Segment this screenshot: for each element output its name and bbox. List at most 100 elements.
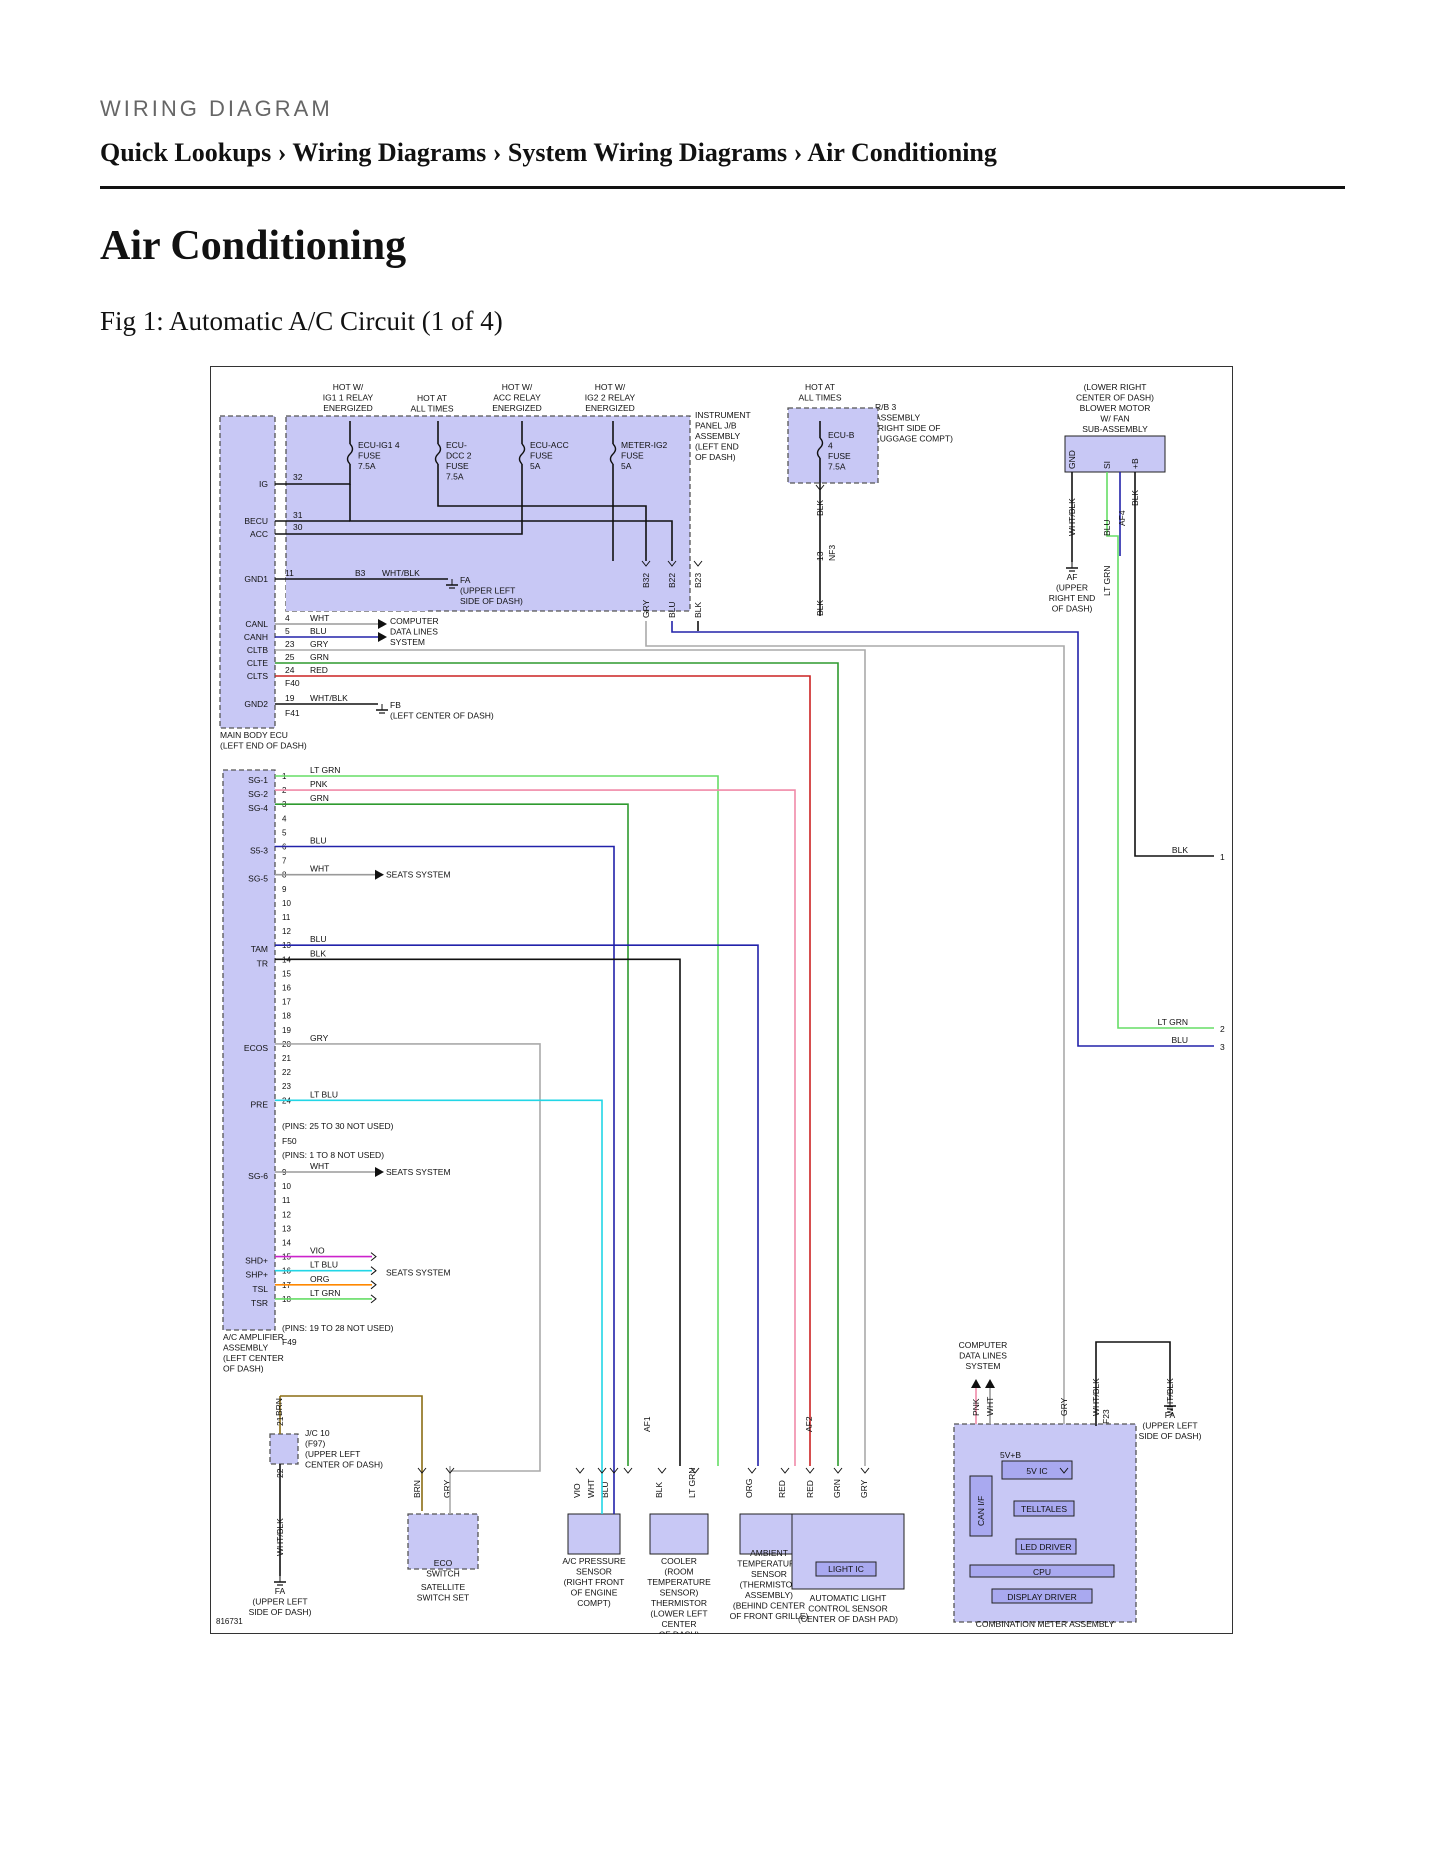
header-divider xyxy=(100,186,1345,189)
label-fa-ground: SIDE OF DASH) xyxy=(460,596,523,606)
label-fuse-ECUDCC: DCC 2 xyxy=(446,451,472,461)
ecu-pin-CLTB: CLTB xyxy=(247,645,268,655)
label-af-ground: OF DASH) xyxy=(1052,604,1093,614)
label-ambient-sensor: (BEHIND CENTER xyxy=(733,1601,805,1611)
light-sensor-box xyxy=(791,1513,905,1590)
label-af-ground: (UPPER xyxy=(1056,583,1088,593)
amp2-pin-14: 14 xyxy=(282,1239,291,1248)
wire-label-plusb-blk: BLK xyxy=(1130,490,1140,506)
amp-label-TAM: TAM xyxy=(251,944,268,954)
label-computer-data-lines-2: COMPUTER xyxy=(959,1340,1008,1350)
chevron-bottom-9 xyxy=(780,1467,790,1474)
label-ac-pressure-sensor: OF ENGINE xyxy=(571,1588,618,1598)
ecu-pin-CLTS: CLTS xyxy=(247,671,268,681)
pin-24: 24 xyxy=(285,665,295,675)
wire-label-amp-3: GRN xyxy=(310,793,329,803)
wire-label-amb-org: ORG xyxy=(744,1479,754,1498)
label-hot-all-times-2: ALL TIMES xyxy=(799,393,842,403)
rb3-box xyxy=(787,407,879,484)
chevron-bottom-7 xyxy=(690,1467,700,1474)
label-fuse-ECUACC: FUSE xyxy=(530,451,553,461)
label-fuse-ECUACC: 5A xyxy=(530,461,541,471)
wire-label-B23: BLK xyxy=(693,602,703,618)
pin-22-jc: 22 xyxy=(275,1468,285,1478)
blower-pin-+B: +B xyxy=(1130,458,1140,469)
amp-pin-15: 15 xyxy=(282,969,291,978)
page-title: Air Conditioning xyxy=(100,223,407,269)
wire-amp-20 xyxy=(275,1043,541,1466)
label-main-body-ecu: MAIN BODY ECU xyxy=(220,730,288,740)
breadcrumb[interactable]: Quick Lookups › Wiring Diagrams › System… xyxy=(100,138,997,167)
label-fuse-ECUIG1: ECU-IG1 4 xyxy=(358,440,400,450)
wire-label-pr-WHT: WHT xyxy=(586,1479,596,1498)
ground-af xyxy=(1066,562,1078,572)
connector-B22: B22 xyxy=(667,573,677,588)
wire-amp-24 xyxy=(275,1099,603,1466)
pin-31: 31 xyxy=(293,510,303,520)
chevron-bottom-6 xyxy=(657,1467,667,1474)
pin-32: 32 xyxy=(293,472,303,482)
chevron-B22 xyxy=(667,560,677,567)
wire-amp-6 xyxy=(275,845,615,1466)
amp-pin-5: 5 xyxy=(282,828,287,837)
pin-25: 25 xyxy=(285,652,295,662)
figure-code: 816731 xyxy=(216,1617,243,1626)
wire-plusb-blk xyxy=(1134,472,1214,857)
ecu-pin-BECU: BECU xyxy=(244,516,268,526)
ecu-pin-GND2: GND2 xyxy=(244,699,268,709)
offpage-2: 2 xyxy=(1220,1024,1225,1034)
label-jc10: (UPPER LEFT xyxy=(305,1449,360,1459)
label-5v-plus-b: 5V+B xyxy=(1000,1450,1021,1460)
label-cooler-sensor: TEMPERATURE xyxy=(647,1577,711,1587)
chevron-bottom-13 xyxy=(1059,1467,1069,1474)
wire-label-blower-wht-blk: WHT/BLK xyxy=(1067,498,1077,536)
wire-label-amp-6: BLU xyxy=(310,836,327,846)
connector-af2: AF2 xyxy=(804,1416,814,1432)
label-fuse-ECUDCC: 7.5A xyxy=(446,472,464,482)
label-ambient-sensor: TEMPERATURE xyxy=(737,1559,801,1569)
label-combination-meter: COMBINATION METER ASSEMBLY xyxy=(976,1619,1115,1629)
label-fuse-ecub: 7.5A xyxy=(828,462,846,472)
wire-label-amb-red: RED xyxy=(777,1480,787,1498)
label-ac-amplifier: OF DASH) xyxy=(223,1364,264,1374)
label-computer-data-lines: COMPUTER xyxy=(390,616,439,626)
chevron-seat-18 xyxy=(370,1294,377,1304)
wire-label-meter-pnk: PNK xyxy=(971,1398,981,1416)
label-rb3-assembly: (RIGHT SIDE OF xyxy=(875,423,941,433)
label-ac-amplifier: (LEFT CENTER xyxy=(223,1353,284,1363)
label-rb3-assembly: ASSEMBLY xyxy=(875,413,921,423)
label-satellite-switch: SATELLITE xyxy=(421,1582,466,1592)
wire-label-grn: GRN xyxy=(310,652,329,662)
label-hot-ig2: IG2 2 RELAY xyxy=(585,393,636,403)
chevron-bottom-0 xyxy=(417,1467,427,1474)
pin-21-jc: 21 xyxy=(275,1416,285,1426)
wire-clts xyxy=(275,675,811,1466)
label-light-ic: LIGHT IC xyxy=(828,1564,864,1574)
label-blower-motor: SUB-ASSEMBLY xyxy=(1082,424,1148,434)
wire-label-meter-wht-blk: WHT/BLK xyxy=(1091,1378,1101,1416)
label-computer-data-lines-2: SYSTEM xyxy=(966,1361,1001,1371)
note-pins-1-8: (PINS: 1 TO 8 NOT USED) xyxy=(282,1150,384,1160)
label-ac-amplifier: ASSEMBLY xyxy=(223,1343,269,1353)
label-rb3-assembly: R/B 3 xyxy=(875,402,897,412)
connector-f49: F49 xyxy=(282,1337,297,1347)
label-fuse-METER: FUSE xyxy=(621,451,644,461)
chevron-B23 xyxy=(693,560,703,567)
wire-label-ltgrn-right: LT GRN xyxy=(1158,1017,1188,1027)
wire-label-si-blu: BLU xyxy=(1102,519,1112,536)
label-fuse-ecub: FUSE xyxy=(828,451,851,461)
wire-label-blk-right: BLK xyxy=(1172,845,1188,855)
amp2-pin-13: 13 xyxy=(282,1224,291,1233)
meter-5v-ic xyxy=(1001,1460,1073,1480)
wire-label-pr-BLU: BLU xyxy=(600,1481,610,1498)
fuse-symbol-METER xyxy=(609,443,617,465)
amp-label-ECOS: ECOS xyxy=(244,1043,268,1053)
connector-af1: AF1 xyxy=(642,1416,652,1432)
connector-B23: B23 xyxy=(693,573,703,588)
label-ac-pressure-sensor: A/C PRESSURE xyxy=(562,1556,626,1566)
satellite-switch-box xyxy=(407,1513,479,1570)
label-ac-pressure-sensor: COMPT) xyxy=(577,1598,611,1608)
wire-cltb xyxy=(275,649,866,1466)
amp2-pin-11: 11 xyxy=(282,1196,291,1205)
pin-11: 11 xyxy=(285,568,294,578)
